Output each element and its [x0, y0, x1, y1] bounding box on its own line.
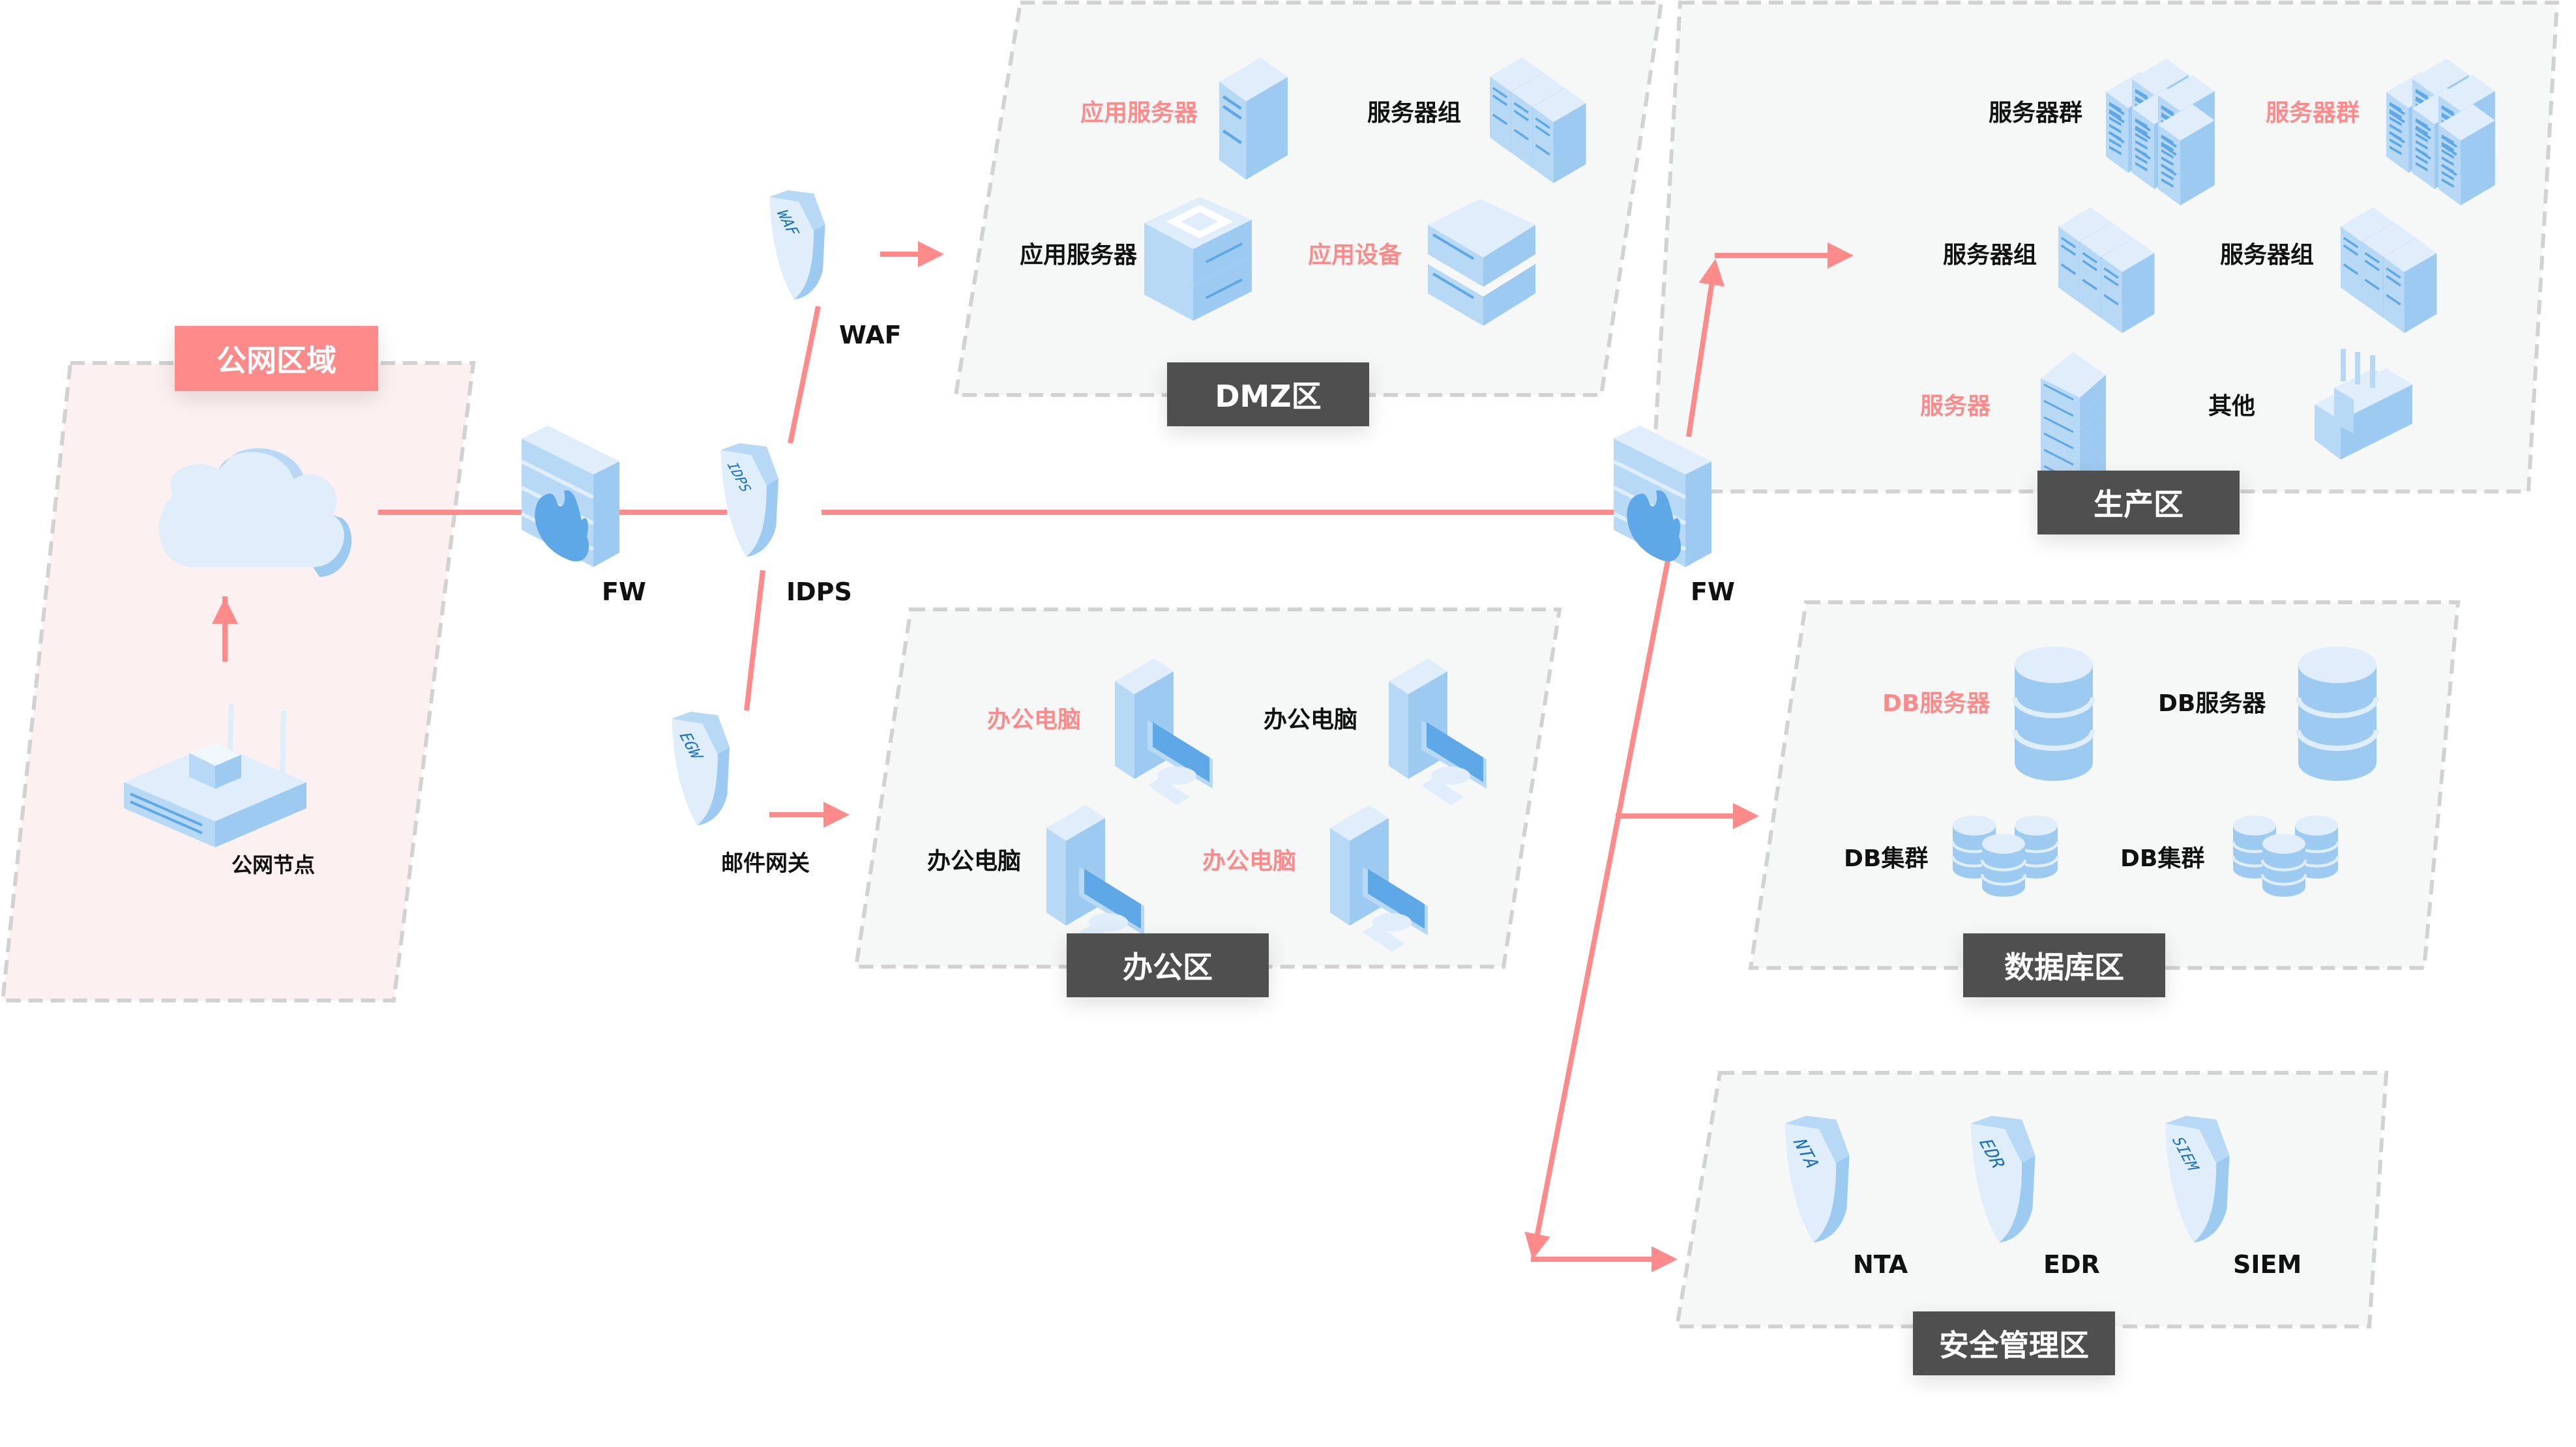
- cloud-icon[interactable]: [158, 448, 352, 577]
- shield-icon[interactable]: NTA: [1784, 1116, 1850, 1243]
- server-cluster-icon[interactable]: [2106, 59, 2215, 205]
- production-item-label: 服务器群: [1989, 100, 2083, 126]
- security-zone-title: 安全管理区: [1913, 1311, 2115, 1375]
- office-item-label: 办公电脑: [987, 707, 1082, 733]
- production-item-label: 服务器: [1920, 393, 1991, 420]
- database-item-label: DB集群: [2120, 845, 2205, 872]
- router-icon[interactable]: [124, 703, 306, 847]
- server-tower-icon[interactable]: [1219, 57, 1288, 180]
- firewall-icon[interactable]: [520, 426, 619, 567]
- firewall-icon[interactable]: [1612, 426, 1711, 567]
- app-server-icon[interactable]: [1144, 197, 1252, 321]
- desktop-pc-icon[interactable]: [1115, 658, 1213, 805]
- shield-icon[interactable]: EGW: [672, 712, 730, 826]
- office-zone-area: [853, 607, 1562, 969]
- desktop-pc-icon[interactable]: [1046, 805, 1144, 952]
- security-item-label: EDR: [2043, 1250, 2100, 1279]
- waf-label: WAF: [839, 321, 902, 349]
- shield-icon[interactable]: EDR: [1970, 1116, 2036, 1243]
- shield-icon[interactable]: SIEM: [2165, 1116, 2230, 1243]
- database-cluster-icon[interactable]: [2231, 815, 2340, 897]
- link-idps-to-egw: [744, 570, 765, 711]
- link-idps-to-waf: [788, 306, 821, 444]
- dmz-zone-title: DMZ区: [1167, 362, 1369, 426]
- desktop-pc-icon[interactable]: [1389, 658, 1487, 805]
- server-group-icon[interactable]: [2058, 207, 2155, 334]
- office-item-label: 办公电脑: [927, 848, 1022, 875]
- server-unit[interactable]: [1532, 87, 1586, 184]
- database-cluster-icon[interactable]: [1951, 815, 2060, 897]
- server-unit[interactable]: [2438, 104, 2495, 205]
- desktop-pc-icon[interactable]: [1330, 805, 1428, 952]
- server-cluster-icon[interactable]: [2386, 59, 2495, 205]
- production-item-label: 服务器群: [2266, 100, 2360, 126]
- server-unit[interactable]: [2101, 237, 2155, 334]
- office-zone-title: 办公区: [1067, 933, 1269, 997]
- dmz-item-label: 应用服务器: [1020, 242, 1138, 269]
- database-item-label: DB集群: [1844, 845, 1929, 872]
- dmz-zone-area: [953, 0, 1664, 397]
- database-zone-title: 数据库区: [1963, 933, 2165, 997]
- appliance-icon[interactable]: [1428, 199, 1535, 326]
- server-group-icon[interactable]: [1490, 57, 1586, 184]
- server-unit[interactable]: [2383, 237, 2437, 334]
- database-icon[interactable]: [2012, 647, 2095, 781]
- production-item-label: 服务器组: [2220, 242, 2315, 269]
- production-item-label: 其他: [2208, 393, 2256, 420]
- idps-label: IDPS: [786, 577, 852, 606]
- link-fw2-trunk-down: [1524, 553, 1672, 1260]
- office-item-label: 办公电脑: [1202, 848, 1297, 875]
- fw2-label: FW: [1691, 577, 1735, 606]
- server-group-icon[interactable]: [2341, 207, 2437, 334]
- shield-icon[interactable]: IDPS: [720, 443, 778, 557]
- fw1-label: FW: [602, 577, 646, 606]
- public-zone-title: 公网区域: [175, 326, 378, 391]
- office-item-label: 办公电脑: [1264, 707, 1358, 733]
- database-item-label: DB服务器: [2158, 690, 2266, 717]
- egw-label: 邮件网关: [721, 851, 810, 877]
- server-unit[interactable]: [2158, 104, 2215, 205]
- router-label: 公网节点: [231, 853, 316, 877]
- security-item-label: NTA: [1853, 1250, 1908, 1279]
- security-item-label: SIEM: [2233, 1250, 2302, 1279]
- production-item-label: 服务器组: [1943, 242, 2037, 269]
- links: [212, 241, 1854, 1272]
- dmz-item-label: 应用服务器: [1080, 100, 1198, 126]
- production-zone-title: 生产区: [2037, 471, 2240, 534]
- factory-icon[interactable]: [2315, 349, 2412, 460]
- database-icon[interactable]: [2296, 647, 2379, 781]
- dmz-item-label: 应用设备: [1308, 242, 1402, 269]
- rack-server-icon[interactable]: [2041, 352, 2106, 495]
- shield-icon[interactable]: WAF: [769, 190, 825, 300]
- dmz-item-label: 服务器组: [1367, 100, 1462, 126]
- link-fw2-trunk-up: [1686, 259, 1725, 437]
- database-item-label: DB服务器: [1882, 690, 1991, 717]
